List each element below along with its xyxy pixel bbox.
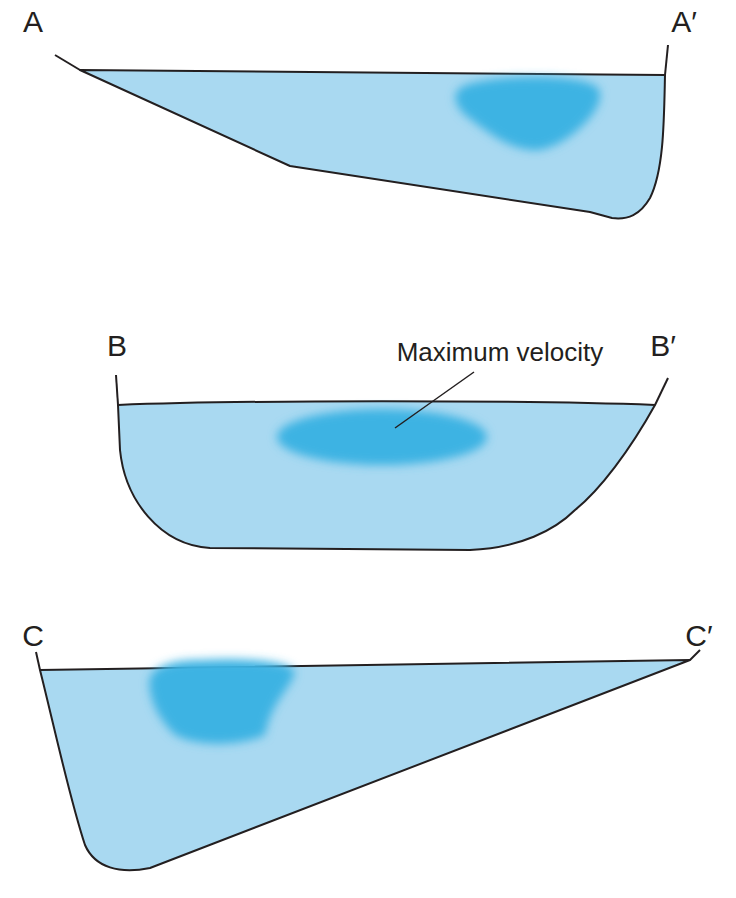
max-velocity-zone — [277, 409, 487, 465]
bank-line — [655, 378, 668, 405]
section-label: A′ — [671, 7, 697, 37]
bank-line — [36, 652, 40, 670]
callout-label: Maximum velocity — [397, 339, 604, 365]
channel-section — [40, 660, 690, 870]
max-velocity-zone — [455, 77, 600, 150]
section-label: A — [23, 7, 43, 37]
bank-line — [665, 45, 668, 75]
bank-line — [690, 650, 700, 660]
section-label: B′ — [650, 331, 676, 361]
channel-section — [80, 70, 665, 218]
bank-line — [116, 375, 118, 405]
section-label: C′ — [685, 621, 712, 651]
max-velocity-zone — [149, 659, 295, 743]
leader-line — [395, 372, 474, 428]
channel-section — [118, 401, 655, 550]
bank-line — [55, 55, 80, 70]
section-label: C — [22, 621, 44, 651]
section-label: B — [107, 331, 127, 361]
